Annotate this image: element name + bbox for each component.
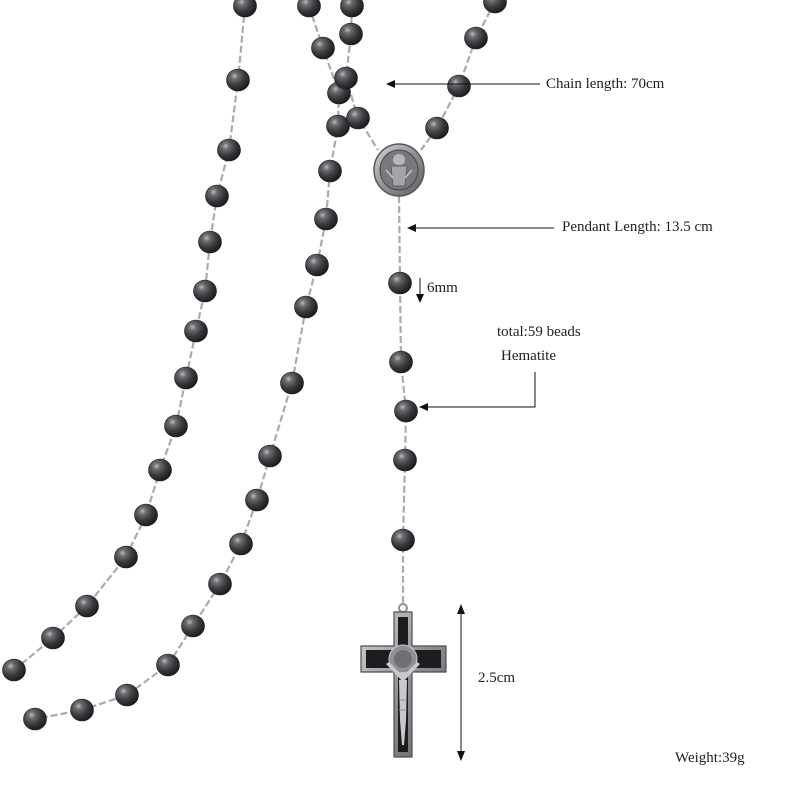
hematite-bead	[346, 106, 370, 130]
hematite-bead	[314, 207, 338, 231]
hematite-bead	[229, 532, 253, 556]
pendant-length-label: Pendant Length: 13.5 cm	[562, 219, 713, 235]
hematite-bead	[23, 707, 47, 731]
bead-size-label: 6mm	[427, 280, 458, 296]
crucifix-pendant	[360, 603, 447, 758]
hematite-bead	[75, 594, 99, 618]
hematite-bead	[164, 414, 188, 438]
hematite-bead	[193, 279, 217, 303]
bead-size-arrow	[416, 294, 424, 303]
hematite-bead	[389, 350, 413, 374]
hematite-bead	[233, 0, 257, 18]
hematite-bead	[258, 444, 282, 468]
hematite-bead	[217, 138, 241, 162]
hematite-bead	[318, 159, 342, 183]
hematite-bead	[2, 658, 26, 682]
hematite-bead	[205, 184, 229, 208]
hematite-bead	[245, 488, 269, 512]
bead-material-leader	[426, 372, 536, 408]
hematite-bead	[174, 366, 198, 390]
saint-benedict-medal	[373, 143, 425, 197]
cross-size-arrow-top	[457, 604, 465, 614]
hematite-bead	[464, 26, 488, 50]
pendant-length-arrow	[407, 224, 416, 232]
hematite-bead	[297, 0, 321, 18]
annotation-guides	[386, 80, 554, 761]
hematite-bead	[326, 114, 350, 138]
hematite-bead	[425, 116, 449, 140]
hematite-bead	[114, 545, 138, 569]
hematite-bead	[70, 698, 94, 722]
bead-total-label: total:59 beads	[497, 324, 581, 340]
hematite-bead	[391, 528, 415, 552]
hematite-bead	[41, 626, 65, 650]
hematite-bead	[156, 653, 180, 677]
cross-size-label: 2.5cm	[478, 670, 516, 686]
bead-strand	[2, 0, 507, 731]
hematite-bead	[134, 503, 158, 527]
hematite-bead	[294, 295, 318, 319]
hematite-bead	[334, 66, 358, 90]
hematite-bead	[339, 22, 363, 46]
bead-material-arrow	[419, 403, 428, 411]
hematite-bead	[483, 0, 507, 14]
chain-length-arrow	[386, 80, 395, 88]
hematite-bead	[388, 271, 412, 295]
material-label: Hematite	[501, 348, 556, 364]
weight-label: Weight:39g	[675, 750, 745, 766]
chain-segment	[13, 5, 247, 671]
hematite-bead	[280, 371, 304, 395]
hematite-bead	[198, 230, 222, 254]
hematite-bead	[394, 399, 418, 423]
hematite-bead	[311, 36, 335, 60]
hematite-bead	[208, 572, 232, 596]
hematite-bead	[115, 683, 139, 707]
hematite-bead	[340, 0, 364, 18]
hematite-bead	[393, 448, 417, 472]
cross-size-arrow-bottom	[457, 751, 465, 761]
hematite-bead	[184, 319, 208, 343]
hematite-bead	[181, 614, 205, 638]
chain-length-label: Chain length: 70cm	[546, 76, 665, 92]
hematite-bead	[148, 458, 172, 482]
hematite-bead	[226, 68, 250, 92]
hematite-bead	[305, 253, 329, 277]
hematite-bead	[447, 74, 471, 98]
